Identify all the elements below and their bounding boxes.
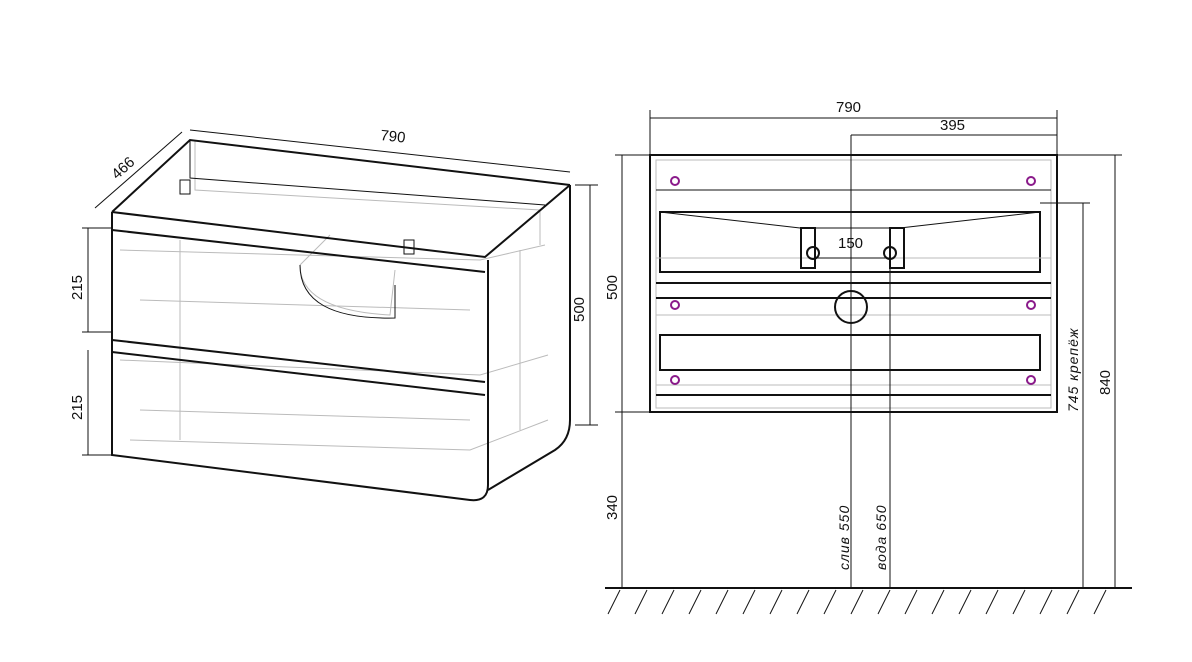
dim-drawer-bottom: 215 — [69, 395, 86, 420]
dim-total-height: 840 — [1097, 370, 1114, 395]
hatch-line — [958, 589, 972, 615]
mounting-height-label: 745 крепёж — [1065, 327, 1081, 412]
dim-width: 790 — [836, 99, 861, 116]
hatch-line — [904, 589, 918, 615]
dim-drawer-top: 215 — [69, 275, 86, 300]
hatch-line — [823, 589, 837, 615]
isometric-view: 790 466 215 215 500 — [69, 127, 598, 502]
front-view: 150 790 395 слив 550 вода 650 500 340 74… — [604, 99, 1132, 615]
hatch-line — [931, 589, 945, 615]
hatch-line — [742, 589, 756, 615]
hatch-line — [850, 589, 864, 615]
hatch-line — [688, 589, 702, 615]
hatch-line — [661, 589, 675, 615]
dim-half-width: 395 — [940, 117, 965, 134]
water-height-label: вода 650 — [873, 504, 889, 570]
dim-floor-gap: 340 — [604, 495, 621, 520]
hatch-line — [769, 589, 783, 615]
drain-height-label: слив 550 — [836, 505, 852, 570]
hatch-line — [1066, 589, 1080, 615]
dim-depth: 466 — [108, 154, 138, 183]
floor-hatch — [607, 589, 1107, 615]
hatch-line — [715, 589, 729, 615]
hatch-line — [1012, 589, 1026, 615]
hatch-line — [985, 589, 999, 615]
dim-height: 500 — [604, 275, 621, 300]
hatch-line — [1039, 589, 1053, 615]
hatch-line — [796, 589, 810, 615]
dim-width: 790 — [380, 127, 407, 147]
hatch-line — [634, 589, 648, 615]
dim-height: 500 — [571, 297, 588, 322]
hatch-line — [607, 589, 621, 615]
hatch-line — [877, 589, 891, 615]
hatch-line — [1093, 589, 1107, 615]
